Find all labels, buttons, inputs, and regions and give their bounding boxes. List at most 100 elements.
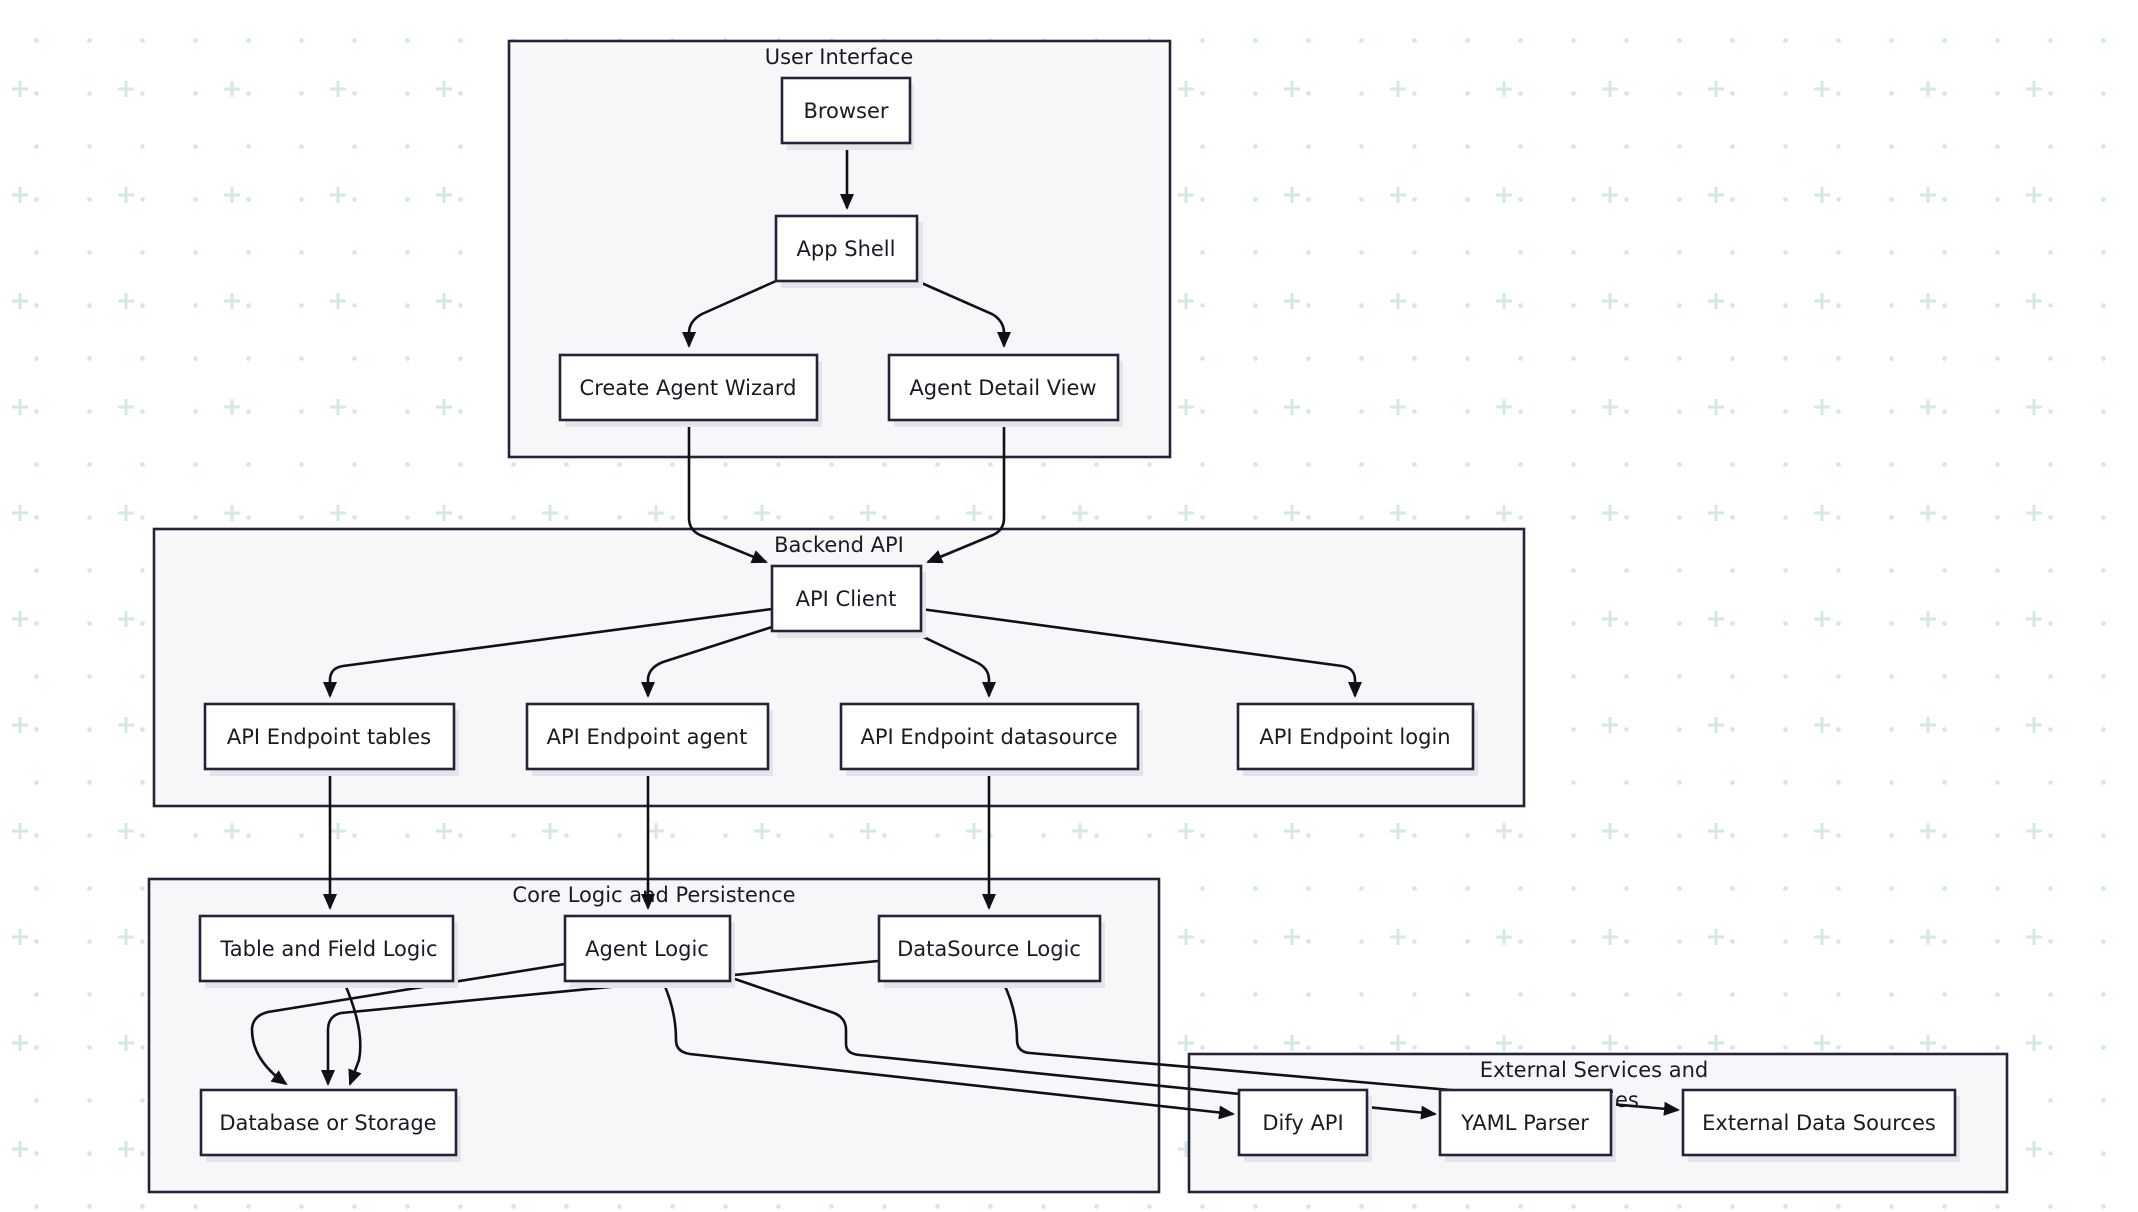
node-agent-logic[interactable]: Agent Logic xyxy=(563,914,735,988)
grid-plus-mark xyxy=(12,929,28,945)
edge-agentlogic-yamlparser xyxy=(731,976,1437,1120)
grid-plus-mark xyxy=(1708,81,1724,97)
grid-plus-mark xyxy=(1920,717,1936,733)
grid-plus-mark xyxy=(2026,717,2042,733)
node-datasource-logic[interactable]: DataSource Logic xyxy=(877,914,1105,988)
node-dify-api[interactable]: Dify API xyxy=(1237,1088,1372,1162)
grid-plus-mark xyxy=(330,399,346,415)
node-label-table-field-logic: Table and Field Logic xyxy=(219,937,437,961)
grid-plus-mark xyxy=(118,1141,134,1157)
grid-plus-mark xyxy=(1178,823,1194,839)
grid-plus-mark xyxy=(1602,81,1618,97)
grid-plus-mark xyxy=(648,505,664,521)
grid-plus-mark xyxy=(2026,293,2042,309)
grid-plus-mark xyxy=(12,187,28,203)
edge-dslogic-externalsources xyxy=(1001,981,1680,1116)
node-label-api-endpoint-login: API Endpoint login xyxy=(1259,725,1450,749)
grid-plus-mark xyxy=(1708,611,1724,627)
grid-plus-mark xyxy=(2026,399,2042,415)
grid-plus-mark xyxy=(1178,187,1194,203)
node-label-browser: Browser xyxy=(803,99,888,123)
grid-plus-mark xyxy=(860,823,876,839)
grid-plus-mark xyxy=(2026,1141,2042,1157)
grid-plus-mark xyxy=(1602,611,1618,627)
node-table-field-logic[interactable]: Table and Field Logic xyxy=(198,914,458,988)
grid-plus-mark xyxy=(118,293,134,309)
edge-detail-apiclient xyxy=(926,421,1006,564)
grid-plus-mark xyxy=(330,505,346,521)
grid-plus-mark xyxy=(1284,293,1300,309)
grid-plus-mark xyxy=(1284,1035,1300,1051)
node-external-data-sources[interactable]: External Data Sources xyxy=(1681,1088,1960,1162)
node-label-create-agent-wizard: Create Agent Wizard xyxy=(580,376,797,400)
grid-plus-mark xyxy=(1390,505,1406,521)
grid-plus-mark xyxy=(542,823,558,839)
node-label-yaml-parser: YAML Parser xyxy=(1460,1111,1589,1135)
node-api-endpoint-datasource[interactable]: API Endpoint datasource xyxy=(839,702,1143,776)
node-yaml-parser[interactable]: YAML Parser xyxy=(1438,1088,1616,1162)
node-create-agent-wizard[interactable]: Create Agent Wizard xyxy=(558,353,822,427)
grid-plus-mark xyxy=(1920,823,1936,839)
grid-plus-mark xyxy=(1496,929,1512,945)
grid-plus-mark xyxy=(118,611,134,627)
grid-plus-mark xyxy=(1390,1035,1406,1051)
grid-plus-mark xyxy=(1814,293,1830,309)
node-label-api-client: API Client xyxy=(796,587,897,611)
grid-plus-mark xyxy=(224,187,240,203)
grid-plus-mark xyxy=(1284,505,1300,521)
group-label-core-logic: Core Logic and Persistence xyxy=(512,883,795,907)
node-app-shell[interactable]: App Shell xyxy=(774,214,923,288)
group-label-external-services: External Services and xyxy=(1480,1058,1709,1082)
edge-agentlogic-database xyxy=(250,962,566,1086)
nodes: Browser App Shell Create Agent Wizard Ag… xyxy=(198,76,1960,1162)
grid-plus-mark xyxy=(1496,505,1512,521)
node-api-endpoint-agent[interactable]: API Endpoint agent xyxy=(525,702,773,776)
grid-plus-mark xyxy=(542,505,558,521)
node-api-endpoint-tables[interactable]: API Endpoint tables xyxy=(203,702,459,776)
grid-plus-mark xyxy=(2026,81,2042,97)
grid-plus-mark xyxy=(330,823,346,839)
grid-plus-mark xyxy=(12,399,28,415)
grid-plus-mark xyxy=(1814,823,1830,839)
grid-plus-mark xyxy=(118,823,134,839)
grid-plus-mark xyxy=(1496,81,1512,97)
grid-plus-mark xyxy=(1920,293,1936,309)
grid-plus-mark xyxy=(118,187,134,203)
grid-plus-mark xyxy=(12,293,28,309)
grid-plus-mark xyxy=(436,293,452,309)
grid-plus-mark xyxy=(1920,81,1936,97)
node-browser[interactable]: Browser xyxy=(780,76,914,150)
node-api-endpoint-login[interactable]: API Endpoint login xyxy=(1236,702,1478,776)
grid-plus-mark xyxy=(1178,505,1194,521)
grid-plus-mark xyxy=(436,187,452,203)
grid-plus-mark xyxy=(648,823,664,839)
grid-plus-mark xyxy=(1920,929,1936,945)
node-database-storage[interactable]: Database or Storage xyxy=(199,1088,461,1162)
grid-plus-mark xyxy=(224,399,240,415)
grid-plus-mark xyxy=(1708,929,1724,945)
grid-plus-mark xyxy=(1708,187,1724,203)
grid-plus-mark xyxy=(330,81,346,97)
node-label-app-shell: App Shell xyxy=(797,237,896,261)
grid-plus-mark xyxy=(118,929,134,945)
grid-plus-mark xyxy=(12,611,28,627)
node-api-client[interactable]: API Client xyxy=(770,564,926,638)
grid-plus-mark xyxy=(224,505,240,521)
group-label-backend-api: Backend API xyxy=(774,533,904,557)
grid-plus-mark xyxy=(1920,1035,1936,1051)
node-agent-detail-view[interactable]: Agent Detail View xyxy=(887,353,1123,427)
edge-apiclient-eptables xyxy=(323,607,773,698)
node-label-datasource-logic: DataSource Logic xyxy=(897,937,1081,961)
grid-plus-mark xyxy=(754,823,770,839)
grid-plus-mark xyxy=(2026,611,2042,627)
grid-plus-mark xyxy=(1602,1035,1618,1051)
grid-plus-mark xyxy=(12,1141,28,1157)
grid-plus-mark xyxy=(1814,399,1830,415)
grid-plus-mark xyxy=(966,505,982,521)
grid-plus-mark xyxy=(118,399,134,415)
edge-apiclient-epagent xyxy=(641,625,773,698)
grid-plus-mark xyxy=(224,293,240,309)
edge-agentlogic-difyapi xyxy=(661,981,1235,1120)
grid-plus-mark xyxy=(12,1035,28,1051)
